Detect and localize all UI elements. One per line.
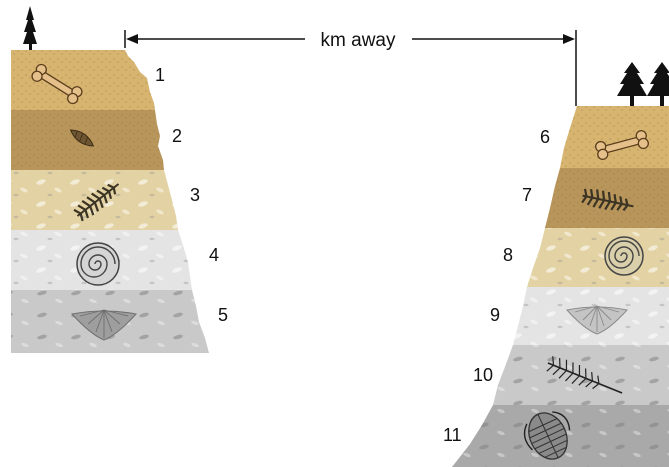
trilobite-icon [523, 411, 571, 460]
layer-number-label: 2 [172, 126, 182, 146]
left-rock-column [11, 6, 209, 353]
tree-icon [617, 62, 647, 106]
layer-number-label: 7 [522, 185, 532, 205]
layer-number-label: 8 [503, 245, 513, 265]
arrow-right-icon [563, 34, 575, 44]
tree-icon [23, 6, 37, 50]
brachiopod-icon [71, 309, 137, 341]
layer-number-label: 11 [443, 425, 462, 445]
layer-labels: 1 2 3 4 5 6 7 8 9 10 11 [155, 65, 550, 445]
bone-icon [595, 130, 649, 160]
layer-number-label: 3 [190, 185, 200, 205]
distance-indicator: km away [124, 30, 577, 106]
ammonite-icon [604, 236, 644, 276]
fern-icon [581, 188, 634, 212]
layer-number-label: 4 [209, 245, 219, 265]
right-rock-column [452, 62, 669, 467]
shell-icon [69, 129, 95, 147]
layer-number-label: 5 [218, 305, 228, 325]
tree-icon [647, 62, 669, 106]
fern-icon [73, 183, 120, 222]
layer-number-label: 9 [490, 305, 500, 325]
arrow-left-icon [126, 34, 138, 44]
layer-number-label: 10 [473, 365, 493, 385]
layer-number-label: 6 [540, 127, 550, 147]
brachiopod-icon [566, 305, 628, 335]
distance-label: km away [321, 30, 396, 51]
fern-icon [546, 356, 623, 394]
ammonite-icon [76, 242, 120, 286]
bone-icon [31, 63, 83, 105]
layer-number-label: 1 [155, 65, 165, 85]
